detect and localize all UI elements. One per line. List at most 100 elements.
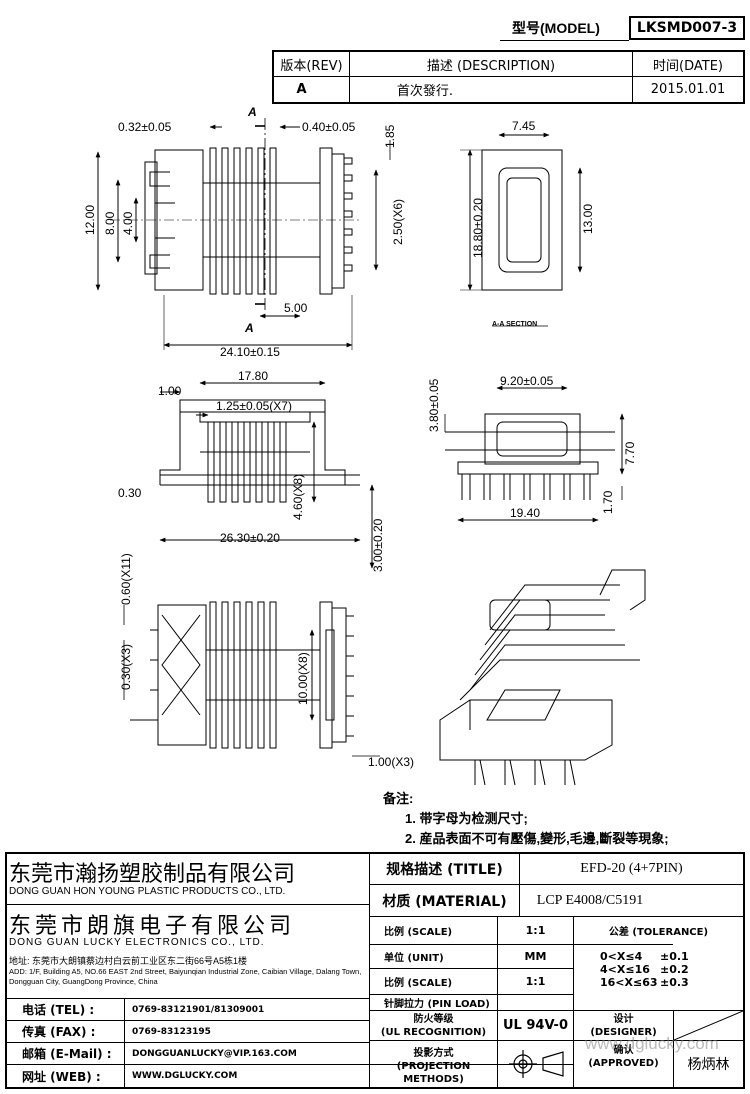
company-section: 东莞市瀚扬塑胶制品有限公司 DONG GUAN HON YOUNG PLASTI… bbox=[7, 854, 369, 998]
date-label: 时间(DATE) bbox=[653, 58, 723, 74]
tolerance-value-3: ±0.3 bbox=[660, 976, 689, 989]
tolerance-range-2: 4<X≤16 bbox=[600, 963, 650, 976]
revision-table: 版本(REV) 描述 (DESCRIPTION) 时间(DATE) A 首次發行… bbox=[272, 50, 745, 104]
rev-value: A bbox=[296, 82, 307, 97]
bottom-dim-p: 26.30±0.20 bbox=[220, 531, 280, 545]
projection-label-en: (PROJECTION METHODS) bbox=[396, 1061, 471, 1085]
approved-label-en: (APPROVED) bbox=[588, 1058, 659, 1069]
tolerance-value-2: ±0.2 bbox=[660, 963, 689, 976]
note-2: 2. 産品表面不可有壓傷,變形,毛邊,斷裂等現象; bbox=[405, 831, 669, 846]
desc-value: 首次發行. bbox=[396, 84, 454, 99]
tolerance-label: 公差 (TOLERANCE) bbox=[608, 927, 709, 938]
top-dim-s: 10.00(X8) bbox=[296, 652, 310, 705]
section-marker-top: A bbox=[247, 105, 257, 119]
approved-label-cn: 确认 bbox=[613, 1045, 634, 1056]
scale-label: 比例 (SCALE) bbox=[384, 927, 453, 938]
contact-tel-label: 电话 (TEL) : bbox=[22, 1003, 95, 1017]
front-view bbox=[95, 118, 391, 350]
top-dim-t: 1.00(X3) bbox=[368, 755, 414, 769]
unit-label: 单位 (UNIT) bbox=[384, 953, 444, 964]
bottom-dim-n: 4.60(X8) bbox=[291, 474, 305, 520]
section-view bbox=[460, 132, 583, 327]
approved-label: 确认 (APPROVED) bbox=[574, 1044, 673, 1070]
front-dim-d: 0.32±0.05 bbox=[118, 120, 172, 134]
title-block bbox=[5, 852, 745, 1089]
scale2-label: 比例 (SCALE) bbox=[384, 978, 453, 989]
title-value: EFD-20 (4+7PIN) bbox=[580, 861, 683, 876]
front-dim-c: 4.00 bbox=[121, 211, 135, 235]
company-name-2: 东莞市朗旗电子有限公司 bbox=[9, 914, 296, 939]
contact-web-value: WWW.DGLUCKY.COM bbox=[132, 1071, 238, 1081]
date-value: 2015.01.01 bbox=[650, 82, 726, 97]
tolerance-list: 0<X≤4±0.1 4<X≤16±0.2 16<X≤63±0.3 bbox=[600, 950, 740, 989]
projection-label-cn: 投影方式 bbox=[413, 1048, 454, 1059]
side-dim-w: 13.00 bbox=[581, 204, 595, 234]
scale-value: 1:1 bbox=[525, 924, 546, 937]
designer-label: 设计 (DESIGNER) bbox=[574, 1013, 673, 1039]
designer-label-cn: 设计 bbox=[613, 1014, 634, 1025]
section-marker-bottom: A bbox=[244, 321, 254, 335]
top-dim-r: 0.30(X3) bbox=[119, 644, 133, 690]
front-dim-e: 0.40±0.05 bbox=[302, 120, 356, 134]
bottom-dim-o: 3.00±0.20 bbox=[371, 518, 385, 572]
scale2-value: 1:1 bbox=[525, 975, 546, 988]
bottom-dim-j: 17.80 bbox=[238, 369, 268, 383]
end-dim-y: 3.80±0.05 bbox=[427, 378, 441, 432]
bottom-dim-m: 1.25±0.05(X7) bbox=[216, 399, 292, 413]
company-name-1: 东莞市瀚扬塑胶制品有限公司 bbox=[9, 862, 296, 887]
ul-label: 防火等级 (UL RECOGNITION) bbox=[370, 1011, 497, 1040]
end-dim-z: 7.70 bbox=[623, 441, 637, 465]
watermark: www.dglucky.com bbox=[585, 1034, 719, 1053]
ul-value: UL 94V-0 bbox=[502, 1018, 568, 1033]
approver-name: 杨炳林 bbox=[687, 1057, 730, 1073]
technical-drawing: 0.32±0.05 0.40±0.05 1.85 12.00 8.00 4.00… bbox=[83, 105, 646, 786]
note-1: 1. 带字母为检测尺寸; bbox=[405, 811, 528, 826]
side-dim-v: 18.80±0.20 bbox=[471, 198, 485, 258]
material-label: 材质 (MATERIAL) bbox=[382, 893, 507, 910]
front-dim-a: 12.00 bbox=[83, 205, 97, 235]
rev-label: 版本(REV) bbox=[280, 58, 343, 74]
contact-fax-label: 传真 (FAX) : bbox=[22, 1025, 96, 1039]
front-dim-g: 2.50(X6) bbox=[391, 199, 405, 245]
end-dim-x: 9.20±0.05 bbox=[500, 374, 554, 388]
isometric-view bbox=[439, 569, 646, 786]
designer-strike bbox=[674, 1011, 743, 1040]
material-value: LCP E4008/C5191 bbox=[536, 892, 644, 908]
top-dim-q: 0.60(X11) bbox=[119, 553, 133, 605]
model-label: 型号(MODEL) bbox=[512, 20, 600, 36]
end-dim-b1: 1.70 bbox=[601, 490, 615, 514]
ul-label-en: (UL RECOGNITION) bbox=[380, 1027, 487, 1038]
address-cn: 地址: 东莞市大朗镇蔡边村白云前工业区东二街66号A5栋1楼 bbox=[9, 956, 248, 966]
model-value-box: LKSMD007-3 bbox=[629, 16, 745, 40]
model-underline bbox=[500, 40, 629, 41]
tolerance-value-1: ±0.1 bbox=[660, 950, 689, 963]
notes-title: 备注: bbox=[383, 791, 414, 806]
front-dim-i: 24.10±0.15 bbox=[220, 345, 280, 359]
company-en-1: DONG GUAN HON YOUNG PLASTIC PRODUCTS CO.… bbox=[9, 886, 286, 897]
projection-label: 投影方式 (PROJECTION METHODS) bbox=[370, 1041, 497, 1087]
section-label: A-A SECTION bbox=[492, 321, 537, 328]
contact-tel-value: 0769-83121901/81309001 bbox=[132, 1004, 265, 1015]
company-en-2: DONG GUAN LUCKY ELECTRONICS CO., LTD. bbox=[9, 937, 265, 948]
contact-web-label: 网址 (WEB) : bbox=[22, 1069, 101, 1084]
contact-email-label: 邮箱 (E-Mail) : bbox=[22, 1047, 112, 1061]
contact-fax-value: 0769-83123195 bbox=[132, 1026, 211, 1037]
contact-email-value: DONGGUANLUCKY@VIP.163.COM bbox=[132, 1048, 297, 1059]
front-dim-h: 5.00 bbox=[284, 301, 308, 315]
desc-label: 描述 (DESCRIPTION) bbox=[426, 58, 556, 74]
front-dim-b: 8.00 bbox=[103, 211, 117, 235]
end-view bbox=[444, 385, 625, 523]
designer-label-en: (DESIGNER) bbox=[590, 1027, 657, 1038]
bottom-view bbox=[159, 380, 375, 569]
bottom-dim-k: 1.00 bbox=[158, 384, 182, 398]
address-en: ADD: 1/F, Building A5, NO.66 EAST 2nd St… bbox=[9, 967, 362, 986]
unit-value: MM bbox=[524, 950, 547, 963]
ul-label-cn: 防火等级 bbox=[413, 1014, 454, 1025]
front-dim-f: 1.85 bbox=[383, 124, 397, 148]
title-label: 规格描述 (TITLE) bbox=[386, 862, 503, 878]
projection-symbol-icon bbox=[509, 1050, 564, 1078]
bottom-dim-l: 0.30 bbox=[118, 486, 142, 500]
tolerance-range-3: 16<X≤63 bbox=[600, 976, 658, 989]
end-dim-a1: 19.40 bbox=[510, 506, 540, 520]
pin-load-label: 针脚拉力 (PIN LOAD) bbox=[384, 999, 490, 1010]
